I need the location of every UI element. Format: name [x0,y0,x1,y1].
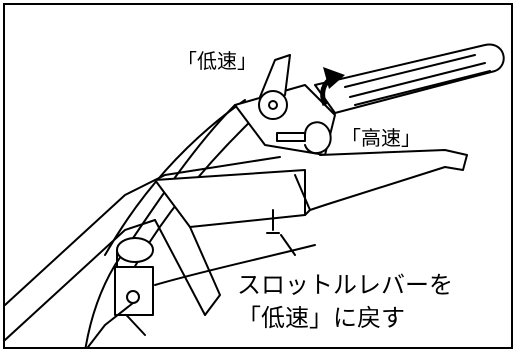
handlebar-lower-edge [5,219,156,341]
clamp-knob [304,121,332,155]
caption-line-1: スロットルレバーを [237,271,453,299]
low-speed-label: 「低速」 [177,49,257,73]
high-speed-label: 「高速」 [341,126,421,150]
curved-arrow-icon [320,67,345,106]
lever-bracket [154,169,306,228]
caption-line-2: 「低速」に戻す [237,304,405,332]
bolt-1 [266,209,280,234]
bolt-2 [280,234,296,256]
lever-pivot [258,90,288,120]
throttle-lever-illustration [5,43,505,347]
grip [314,43,505,114]
cable-4 [154,244,316,286]
frame-rail [154,219,206,316]
bar-end [116,237,154,263]
instruction-caption: スロットルレバーを 「低速」に戻す [231,267,509,337]
stop-pin [276,132,306,142]
illustration-panel: 「低速」 「高速」 スロットルレバーを 「低速」に戻す [3,3,513,349]
grip-pattern [344,54,491,106]
cable-2 [104,99,246,256]
throttle-lever [259,54,291,98]
lower-cable [86,302,134,347]
bracket-leg [189,226,221,316]
lever-hinge [294,174,311,216]
handlebar-upper-edge [5,156,281,306]
pivot-bolt [268,100,278,110]
brake-lever [309,149,468,211]
